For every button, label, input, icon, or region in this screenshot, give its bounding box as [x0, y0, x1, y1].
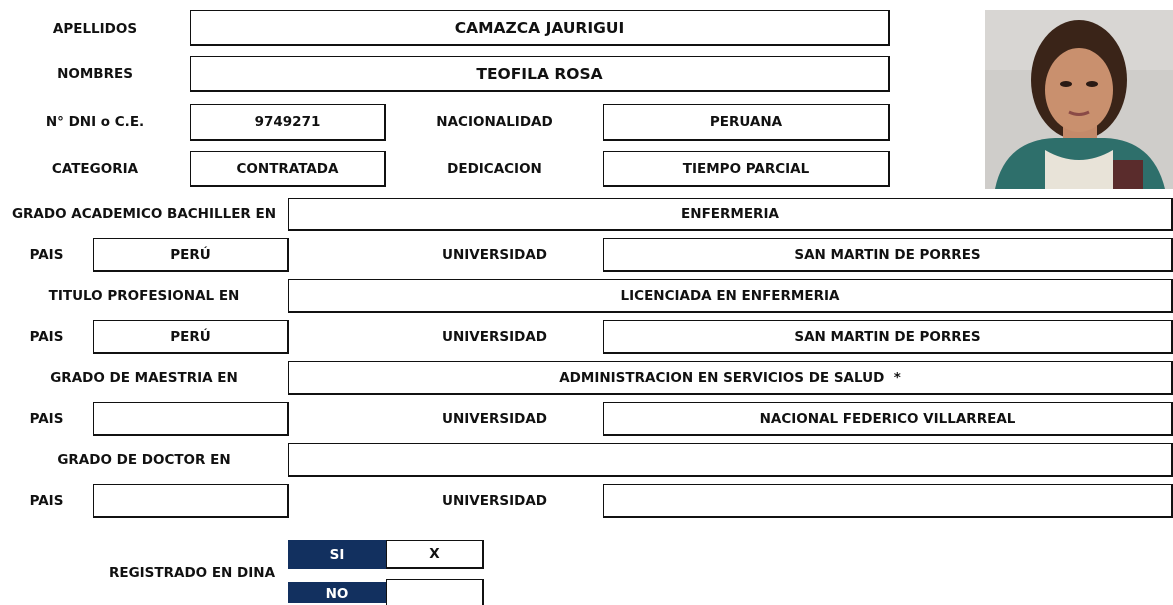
dedicacion-field[interactable]: TIEMPO PARCIAL [603, 151, 890, 187]
maestria-label: GRADO DE MAESTRIA EN [50, 370, 238, 386]
doctor-pais-label: PAIS [29, 493, 64, 509]
bachiller-label: GRADO ACADEMICO BACHILLER EN [11, 206, 277, 222]
dni-field[interactable]: 9749271 [190, 104, 386, 141]
doctor-universidad-field[interactable] [603, 484, 1173, 518]
nombres-field[interactable]: TEOFILA ROSA [190, 56, 890, 92]
nacionalidad-field[interactable]: PERUANA [603, 104, 890, 141]
maestria-pais-label: PAIS [29, 411, 64, 427]
maestria-universidad-field[interactable]: NACIONAL FEDERICO VILLARREAL [603, 402, 1173, 436]
nacionalidad-label: NACIONALIDAD [436, 114, 553, 130]
titulo-label: TITULO PROFESIONAL EN [48, 288, 240, 304]
apellidos-field[interactable]: CAMAZCA JAURIGUI [190, 10, 890, 46]
bachiller-pais-field[interactable]: PERÚ [93, 238, 289, 272]
bachiller-field[interactable]: ENFERMERIA [288, 198, 1173, 231]
doctor-universidad-label: UNIVERSIDAD [442, 493, 547, 509]
dina-si-label: SI [288, 540, 386, 569]
doctor-pais-field[interactable] [93, 484, 289, 518]
titulo-universidad-field[interactable]: SAN MARTIN DE PORRES [603, 320, 1173, 354]
maestria-field[interactable]: ADMINISTRACION EN SERVICIOS DE SALUD * [288, 361, 1173, 395]
bachiller-universidad-label: UNIVERSIDAD [442, 247, 547, 263]
categoria-field[interactable]: CONTRATADA [190, 151, 386, 187]
bachiller-universidad-field[interactable]: SAN MARTIN DE PORRES [603, 238, 1173, 272]
titulo-field[interactable]: LICENCIADA EN ENFERMERIA [288, 279, 1173, 313]
doctor-field[interactable] [288, 443, 1173, 477]
titulo-pais-field[interactable]: PERÚ [93, 320, 289, 354]
dina-label: REGISTRADO EN DINA [108, 565, 276, 581]
dina-si-checkbox[interactable]: X [386, 540, 484, 569]
dina-no-label: NO [288, 582, 386, 603]
dina-no-checkbox[interactable] [386, 579, 484, 605]
categoria-label: CATEGORIA [51, 161, 139, 177]
profile-photo [985, 10, 1173, 189]
doctor-label: GRADO DE DOCTOR EN [57, 452, 231, 468]
titulo-pais-label: PAIS [29, 329, 64, 345]
bachiller-pais-label: PAIS [29, 247, 64, 263]
dedicacion-label: DEDICACION [447, 161, 542, 177]
maestria-pais-field[interactable] [93, 402, 289, 436]
apellidos-label: APELLIDOS [52, 21, 138, 37]
dni-label: N° DNI o C.E. [45, 114, 145, 130]
nombres-label: NOMBRES [57, 66, 133, 82]
maestria-universidad-label: UNIVERSIDAD [442, 411, 547, 427]
titulo-universidad-label: UNIVERSIDAD [442, 329, 547, 345]
